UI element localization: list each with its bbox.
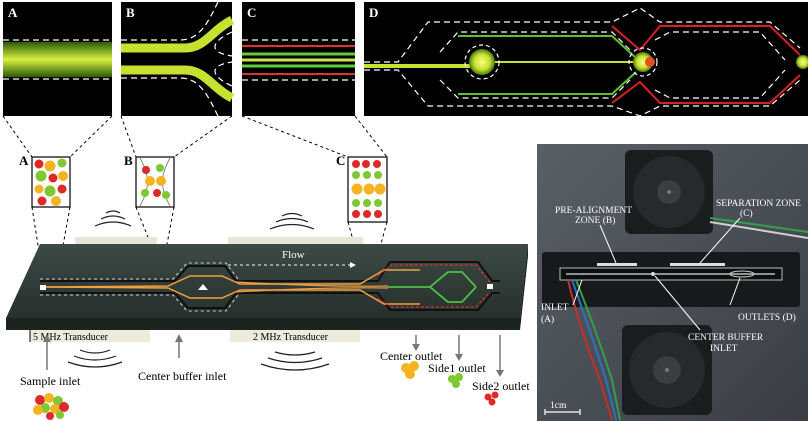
photo-pre-alignment-zone-label: ZONE (B) [575,215,615,226]
panel-d-label: D [369,5,378,20]
inset-c-label: C [336,153,345,168]
photo-outlets-label: OUTLETS (D) [738,312,796,323]
photo-center-buffer-label: CENTER BUFFER [688,333,764,343]
inset-a-label: A [19,153,29,168]
photo-pre-alignment-label: PRE-ALIGNMENT [555,206,632,216]
photo-separation-zone-label: (C) [740,208,753,219]
bottom-fan [622,325,712,415]
transducer-2mhz-label: 2 MHz Transducer [253,332,329,343]
sample-inlet-label: Sample inlet [20,374,81,388]
center-buffer-inlet-label: Center buffer inlet [138,369,227,383]
flow-label: Flow [282,249,305,261]
transducer-5mhz-label: 5 MHz Transducer [33,332,109,343]
inset-a: A [19,153,71,208]
center-outlet-label: Center outlet [380,349,443,363]
top-fan [625,150,713,234]
photo-inlet-label: INLET [541,303,569,313]
panel-b-label: B [126,5,135,20]
panel-a: A [3,2,112,116]
photo-center-buffer-inlet-label: INLET [710,344,738,354]
scale-bar-label: 1cm [550,401,567,411]
panel-d: D [364,2,808,117]
panel-b: B [121,1,235,117]
acoustic-waves-top [94,210,315,230]
panel-a-label: A [8,5,18,20]
photo-separation-label: SEPARATION ZONE [716,199,801,209]
acoustic-waves-bottom [67,349,330,371]
inset-b-label: B [124,153,133,168]
side1-outlet-label: Side1 outlet [428,361,486,375]
microfluidic-chip: Flow 5 MHz Transducer 2 MHz Transducer [6,237,528,343]
panel-c: C [242,2,355,116]
inset-c: C [336,153,388,223]
device-photo: PRE-ALIGNMENT ZONE (B) SEPARATION ZONE (… [537,144,808,421]
photo-inlet-a-label: (A) [541,314,554,325]
inset-b: B [124,153,175,208]
annotations: Sample inlet Center buffer inlet Center … [20,334,530,420]
panel-c-label: C [247,5,256,20]
side2-outlet-label: Side2 outlet [472,379,530,393]
